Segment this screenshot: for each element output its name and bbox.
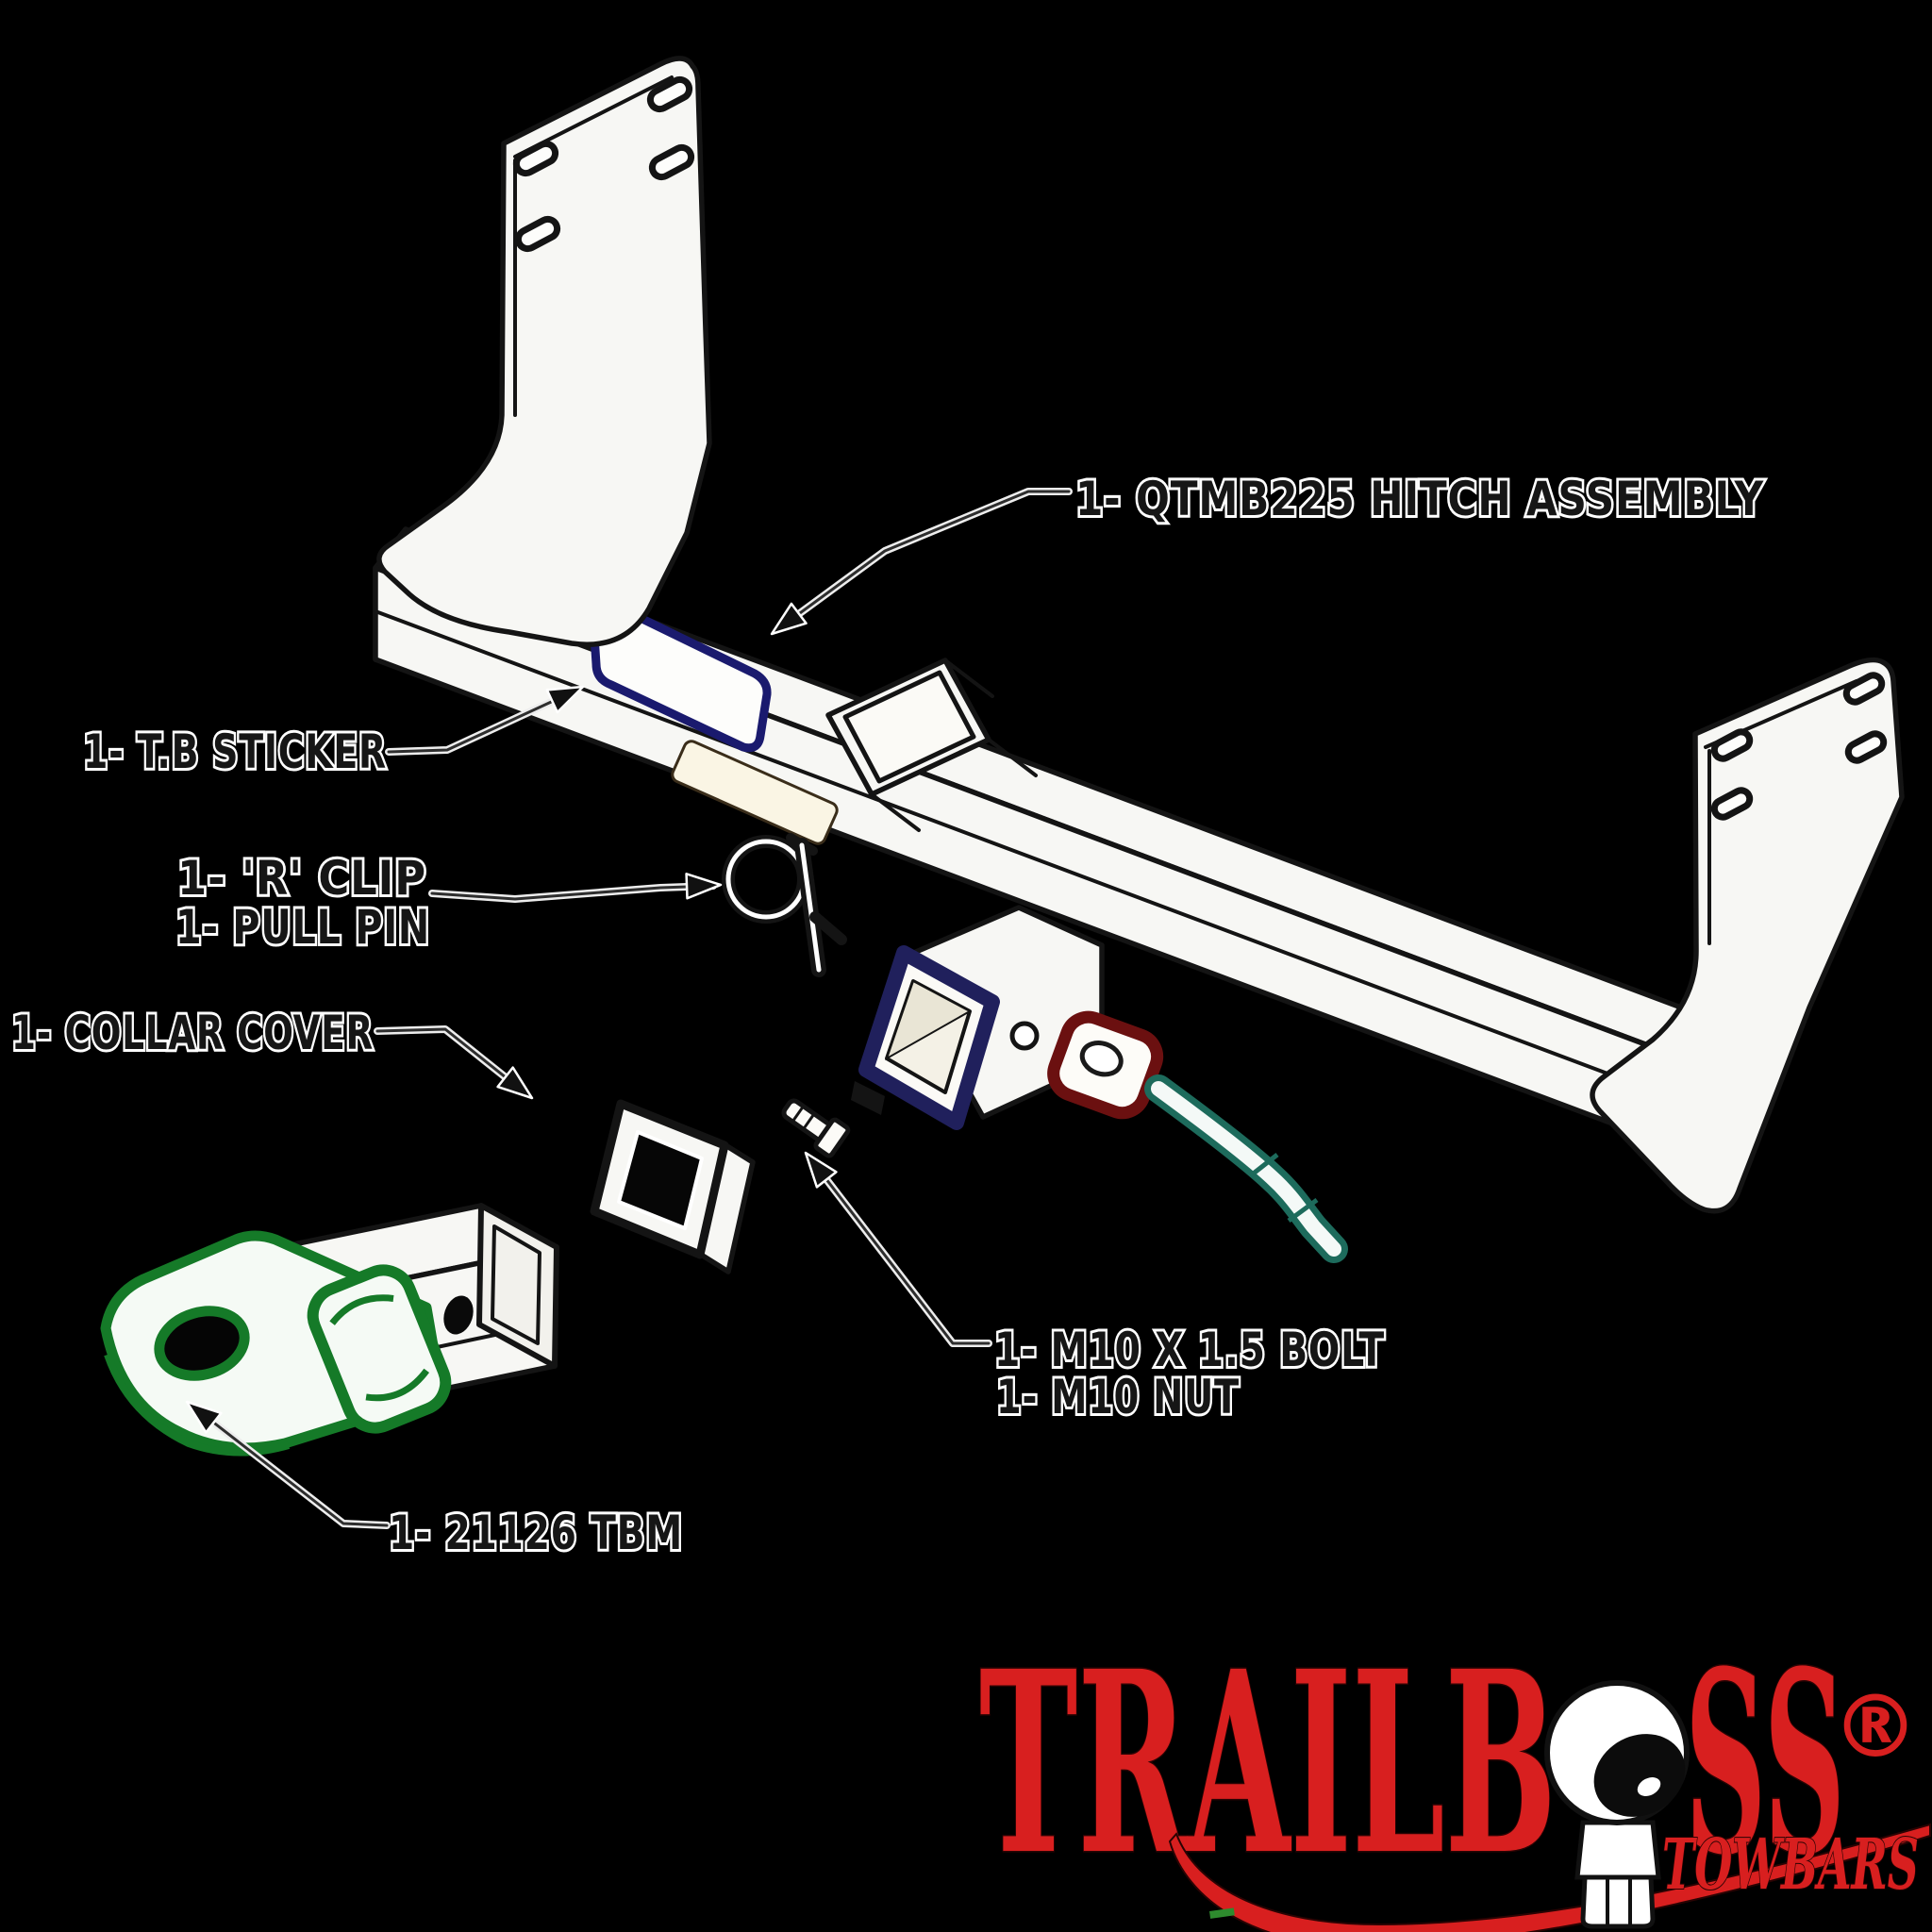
mounting-slot: [512, 75, 695, 253]
m10-bolt-graphic: [781, 1098, 851, 1158]
arrowhead: [770, 602, 808, 636]
brand-tagline: TOWBARS: [1662, 1824, 1919, 1906]
arrowhead: [685, 873, 723, 900]
registered-mark: ®: [1832, 1676, 1919, 1777]
spec-label-sticker: [671, 740, 839, 845]
towball-icon: [1544, 1680, 1690, 1929]
towball-mount-graphic: [100, 1203, 559, 1457]
stray-green-mark: [1209, 1907, 1235, 1919]
hitch-pin-stub: [851, 1081, 885, 1115]
label-m10-nut: 1- M10 NUT: [996, 1370, 1240, 1424]
m10-washer: [1047, 1010, 1164, 1120]
arrowhead: [804, 1151, 838, 1189]
label-collar-cover: 1- COLLAR COVER: [11, 1006, 374, 1060]
collar-cover-graphic: [590, 1099, 756, 1274]
receiver-collar: [858, 945, 1000, 1130]
receiver-opening: [825, 658, 1038, 832]
left-end-plate: [376, 56, 712, 647]
label-hitch-assembly: 1- QTMB225 HITCH ASSEMBLY: [1075, 472, 1764, 526]
part-labels: 1- QTMB225 HITCH ASSEMBLY 1- T.B STICKER…: [8, 469, 1766, 1563]
logo-swoosh: [1168, 1823, 1931, 1932]
label-r-clip: 1- 'R' CLIP: [177, 851, 426, 906]
label-tb-sticker: 1- T.B STICKER: [83, 724, 387, 779]
arrowhead: [185, 1400, 223, 1434]
pull-pin-rod: [1144, 1074, 1348, 1263]
r-clip-graphic: [722, 833, 847, 977]
brand-wordmark-left: TRAILB: [979, 1617, 1557, 1910]
label-pull-pin: 1- PULL PIN: [175, 900, 430, 955]
label-m10-bolt: 1- M10 X 1.5 BOLT: [994, 1323, 1385, 1377]
mounting-slot: [1710, 672, 1888, 821]
leader-lines: [185, 488, 1073, 1529]
arrowhead: [496, 1066, 534, 1100]
right-end-plate: [1590, 657, 1905, 1214]
trailboss-logo: TRAILB SS ® TOWBARS: [978, 1616, 1931, 1932]
brand-wordmark-right: SS: [1685, 1617, 1845, 1910]
arrowhead: [545, 685, 585, 714]
label-21126-tbm: 1- 21126 TBM: [389, 1506, 683, 1560]
